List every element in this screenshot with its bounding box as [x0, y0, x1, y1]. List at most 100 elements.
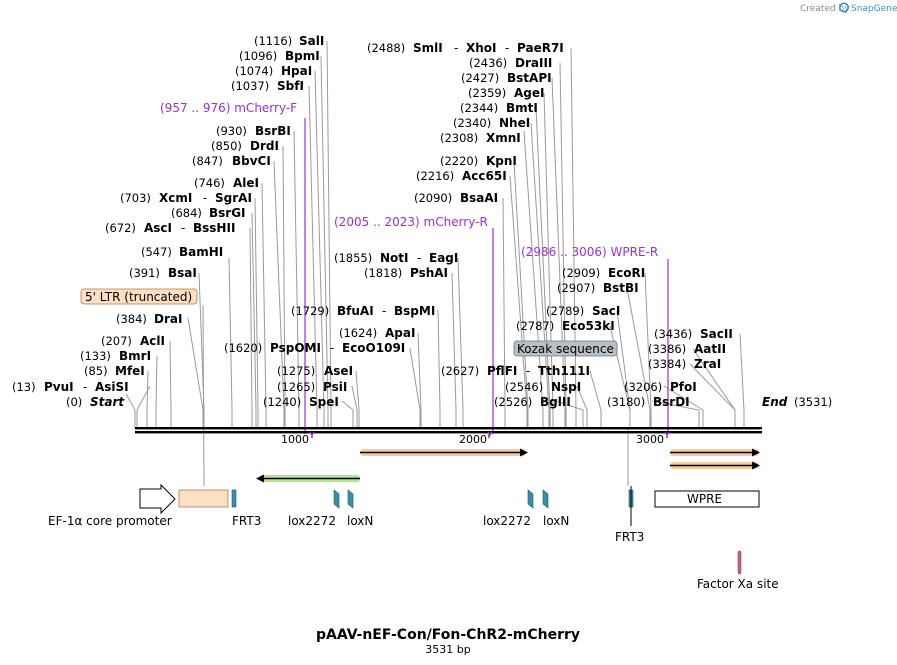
svg-text:AclI: AclI: [140, 334, 165, 348]
orf-arrow-orange[interactable]: [670, 448, 760, 457]
primer-label-mcherry-f[interactable]: (957 .. 976) mCherry-F: [160, 101, 297, 115]
site-label-bstbi[interactable]: (2907)BstBI: [557, 281, 639, 295]
site-label-bbvci[interactable]: (847)BbvCI: [192, 154, 271, 168]
site-label-xcmi[interactable]: (703)XcmI-SgrAI: [120, 191, 252, 205]
site-label-bsaai[interactable]: (2090) BsaAI: [414, 191, 498, 205]
svg-text:-: -: [454, 41, 458, 55]
site-label-psii[interactable]: (1265)PsiI: [277, 380, 347, 394]
site-label-apai[interactable]: (1624)ApaI: [339, 326, 415, 340]
frt3-site-icon[interactable]: [231, 489, 237, 508]
primer-label-wpre-r[interactable]: (2986 .. 3006) WPRE-R: [521, 245, 658, 259]
site-label-bmti[interactable]: (2344)BmtI: [460, 101, 538, 115]
kozak-label[interactable]: Kozak sequence: [513, 340, 618, 357]
backbone-bottom-strand: [135, 431, 762, 434]
feature-label-lox2272: lox2272: [483, 514, 531, 528]
site-label-kpni[interactable]: (2220)KpnI: [440, 154, 517, 168]
site-label-smli[interactable]: (2488)SmlI-XhoI-PaeR7I: [367, 41, 564, 55]
site-label-nhei[interactable]: (2340)NheI: [453, 116, 530, 130]
site-label-start[interactable]: (0)Start: [66, 395, 125, 409]
loxn-site-icon[interactable]: [542, 489, 549, 509]
leader-lines: [125, 40, 745, 487]
svg-text:(2427): (2427): [461, 71, 499, 85]
site-label-bsrgi[interactable]: (684)BsrGI: [171, 206, 246, 220]
factor-xa-site-icon[interactable]: [737, 550, 742, 575]
site-label-asei[interactable]: (1275)AseI: [277, 364, 353, 378]
svg-text:(1855): (1855): [334, 251, 372, 265]
site-label-agei[interactable]: (2359)AgeI: [468, 86, 544, 100]
site-label-draiii[interactable]: (2436)DraIII: [469, 56, 552, 70]
loxn-site-icon[interactable]: [347, 489, 354, 509]
site-label-bamhi[interactable]: (547)BamHI: [141, 245, 223, 259]
orf-arrow-orange[interactable]: [670, 461, 760, 470]
site-label-end[interactable]: End(3531): [762, 395, 832, 409]
site-label-nspi[interactable]: (2546)NspI: [505, 380, 581, 394]
orf-arrow-orange[interactable]: [360, 448, 528, 457]
site-label-asci[interactable]: (672)AscI-BssHII: [105, 221, 235, 235]
svg-text:(384): (384): [116, 312, 147, 326]
svg-text:AgeI: AgeI: [514, 86, 544, 100]
site-label-bsrdi[interactable]: (3180)BsrDI: [607, 395, 690, 409]
svg-text:SpeI: SpeI: [309, 395, 339, 409]
site-label-sacii[interactable]: (3436) SacII: [654, 327, 733, 341]
map-length: 3531 bp: [425, 643, 470, 656]
site-label-ecori[interactable]: (2909)EcoRI: [562, 266, 645, 280]
site-label-acc65i[interactable]: (2216)Acc65I: [416, 169, 507, 183]
site-label-mfei[interactable]: (85)MfeI: [84, 364, 145, 378]
svg-text:(2488): (2488): [367, 41, 405, 55]
site-label-saci[interactable]: (2789)SacI: [546, 304, 620, 318]
svg-text:BbvCI: BbvCI: [232, 154, 271, 168]
svg-text:(746): (746): [194, 176, 225, 190]
site-label-bmri[interactable]: (133)BmrI: [80, 349, 151, 363]
svg-text:BssHII: BssHII: [193, 221, 235, 235]
site-label-pflfi[interactable]: (2627)PflFI-Tth111I: [441, 364, 590, 378]
site-label-drdi[interactable]: (850)DrdI: [211, 139, 279, 153]
site-label-bglii[interactable]: (2526)BglII: [494, 395, 571, 409]
site-label-pfoi[interactable]: (3206)PfoI: [624, 380, 697, 394]
site-label-bpmi[interactable]: (1096)BpmI: [239, 49, 320, 63]
svg-text:(2090): (2090): [414, 191, 452, 205]
orf-arrow-green[interactable]: [256, 474, 360, 483]
site-label-hpai[interactable]: (1074)HpaI: [235, 64, 312, 78]
svg-text:EcoO109I: EcoO109I: [342, 341, 405, 355]
svg-text:(3206): (3206): [624, 380, 662, 394]
site-label-aatii[interactable]: (3386)AatII: [648, 342, 726, 356]
site-label-pshai[interactable]: (1818)PshAI: [364, 266, 448, 280]
svg-text:(3436): (3436): [654, 327, 692, 341]
svg-text:BsaAI: BsaAI: [460, 191, 498, 205]
svg-text:SmlI: SmlI: [413, 41, 443, 55]
lox2272-site-icon[interactable]: [527, 489, 534, 509]
lox2272-site-icon[interactable]: [333, 489, 340, 509]
svg-text:(3180): (3180): [607, 395, 645, 409]
site-label-spei[interactable]: (1240)SpeI: [263, 395, 339, 409]
site-label-sali[interactable]: (1116)SalI: [254, 34, 324, 48]
site-label-alei[interactable]: (746)AleI: [194, 176, 259, 190]
feature-label-wpre: WPRE: [687, 492, 722, 506]
svg-text:End: End: [762, 395, 788, 409]
site-label-bsrbi[interactable]: (930)BsrBI: [216, 124, 291, 138]
site-label-xmni[interactable]: (2308)XmnI: [440, 131, 521, 145]
site-label-sbfi[interactable]: (1037)SbfI: [231, 79, 304, 93]
svg-text:(672): (672): [105, 221, 136, 235]
svg-text:BsaI: BsaI: [168, 266, 197, 280]
primer-label-mcherry-r[interactable]: (2005 .. 2023) mCherry-R: [334, 215, 488, 229]
snapgene-logo-icon: [838, 2, 849, 13]
svg-text:BspMI: BspMI: [394, 304, 435, 318]
site-label-noti[interactable]: (1855)NotI-EagI: [334, 251, 458, 265]
svg-text:SacII: SacII: [700, 327, 733, 341]
wpre-box[interactable]: [654, 490, 760, 508]
site-label-zrai[interactable]: (3384)ZraI: [648, 357, 721, 371]
promoter-arrow-icon[interactable]: [139, 483, 176, 515]
site-label-pvui[interactable]: (13)PvuI-AsiSI: [12, 380, 129, 394]
ltr-box[interactable]: [178, 489, 229, 508]
site-label-bfuai[interactable]: (1729)BfuAI-BspMI: [291, 304, 435, 318]
site-label-bsai[interactable]: (391)BsaI: [129, 266, 197, 280]
svg-text:HpaI: HpaI: [281, 64, 312, 78]
svg-text:BpmI: BpmI: [285, 49, 320, 63]
site-label-eco53ki[interactable]: (2787)Eco53kI: [516, 319, 615, 333]
site-label-pspomi[interactable]: (1620)PspOMI-EcoO109I: [224, 341, 405, 355]
feature-label-loxn: loxN: [543, 514, 569, 528]
site-label-bstapi[interactable]: (2427)BstAPI: [461, 71, 552, 85]
site-label-drai[interactable]: (384)DraI: [116, 312, 182, 326]
ltr-label[interactable]: 5' LTR (truncated): [80, 288, 198, 305]
site-label-acli[interactable]: (207)AclI: [101, 334, 165, 348]
